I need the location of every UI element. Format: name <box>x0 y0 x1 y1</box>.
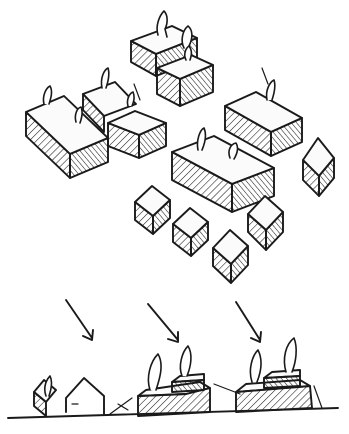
cube-right <box>303 138 334 196</box>
cube-row-1 <box>135 186 170 234</box>
cube-row-2 <box>173 208 208 256</box>
sun-arrows <box>66 300 261 342</box>
stepped-block-right <box>236 370 312 412</box>
section-sketch <box>8 300 338 418</box>
cube-row-3 <box>213 230 248 283</box>
block-left-right <box>108 111 166 158</box>
small-house <box>66 378 104 414</box>
axonometric-sketch <box>26 11 334 283</box>
